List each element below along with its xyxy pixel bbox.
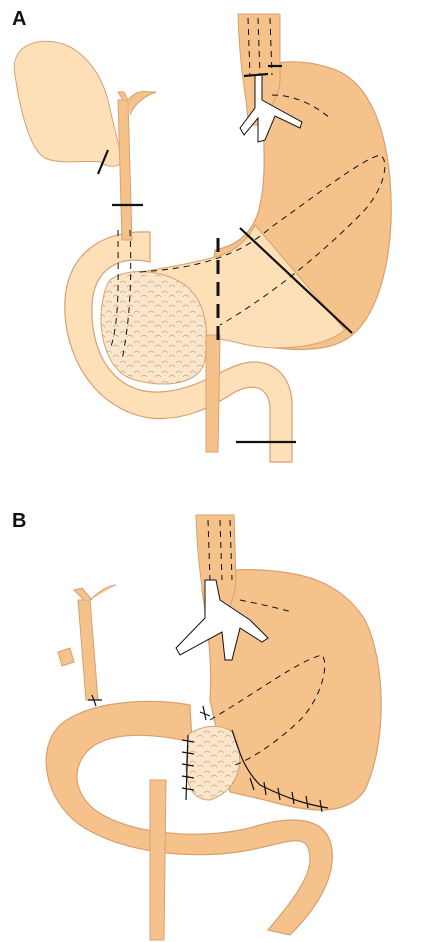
mesenteric-vessel bbox=[206, 335, 220, 452]
panel-b-illustration bbox=[46, 515, 381, 940]
panel-a-illustration bbox=[14, 14, 391, 462]
gallbladder bbox=[14, 41, 122, 166]
bile-duct-b bbox=[78, 600, 98, 700]
ligated-duct-stump bbox=[58, 648, 74, 666]
mesenteric-vessel-b bbox=[150, 780, 166, 940]
bile-duct bbox=[118, 100, 132, 240]
